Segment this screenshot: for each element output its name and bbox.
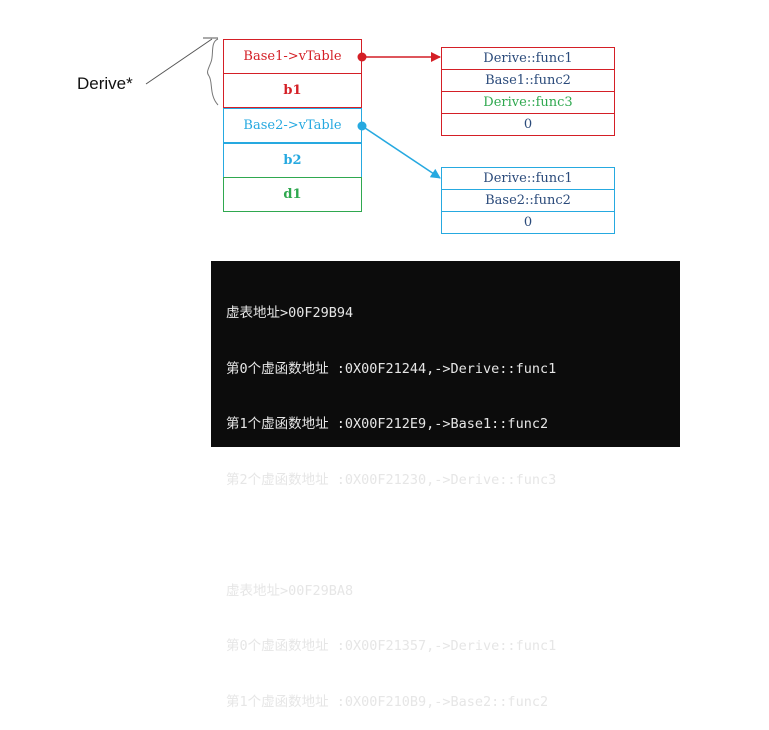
diagram-connectors: [145, 37, 441, 179]
console-line: 第0个虚函数地址 :0X00F21357,->Derive::func1: [226, 638, 557, 654]
console-line: 虚表地址>00F29BA8: [226, 582, 354, 599]
d1-member-cell: d1: [223, 177, 362, 212]
vtable1-entry-0-label: Derive::func1: [483, 51, 573, 66]
brace-icon: [207, 38, 219, 106]
object-layout: Base1->vTable b1 Base2->vTable b2 d1: [223, 39, 362, 212]
vtable2-entry-2: 0: [441, 211, 615, 234]
console-line: [226, 526, 680, 545]
vtable2-entry-1-label: Base2::func2: [485, 193, 571, 208]
console-line: 第2个虚函数地址 :0X00F21230,->Derive::func3: [226, 471, 557, 488]
console-output: 虚表地址>00F29B94 第0个虚函数地址 :0X00F21244,->Der…: [211, 261, 680, 710]
vtable1-entry-1-label: Base1::func2: [485, 73, 571, 88]
b2-label: b2: [283, 153, 302, 168]
b1-member-cell: b1: [223, 73, 362, 108]
console-line: 第1个虚函数地址 :0X00F212E9,->Base1::func2: [226, 416, 549, 432]
d1-label: d1: [283, 187, 302, 202]
derive-pointer-label: Derive*: [77, 74, 133, 93]
vtable1-entry-2-label: Derive::func3: [483, 95, 573, 110]
base1-vtable-pointer-label: Base1->vTable: [243, 49, 342, 64]
base2-vtable-pointer-label: Base2->vTable: [243, 118, 342, 133]
vtable1-entry-3: 0: [441, 113, 615, 136]
vtable2-pointer-arrow: [361, 125, 441, 179]
console-line: 虚表地址>00F29B94: [226, 305, 354, 321]
console-line: 第1个虚函数地址 :0X00F210B9,->Base2::func2: [226, 693, 549, 710]
vtable1-entry-3-label: 0: [523, 117, 533, 132]
b1-label: b1: [283, 83, 302, 98]
base2-vtable: Derive::func1 Base2::func2 0: [441, 167, 615, 234]
vtable2-entry-0-label: Derive::func1: [483, 171, 573, 186]
derive-pointer-line: [145, 38, 213, 85]
vtable2-entry-2-label: 0: [523, 215, 533, 230]
console-line: 第0个虚函数地址 :0X00F21244,->Derive::func1: [226, 360, 557, 377]
base1-vtable: Derive::func1 Base1::func2 Derive::func3…: [441, 47, 615, 136]
